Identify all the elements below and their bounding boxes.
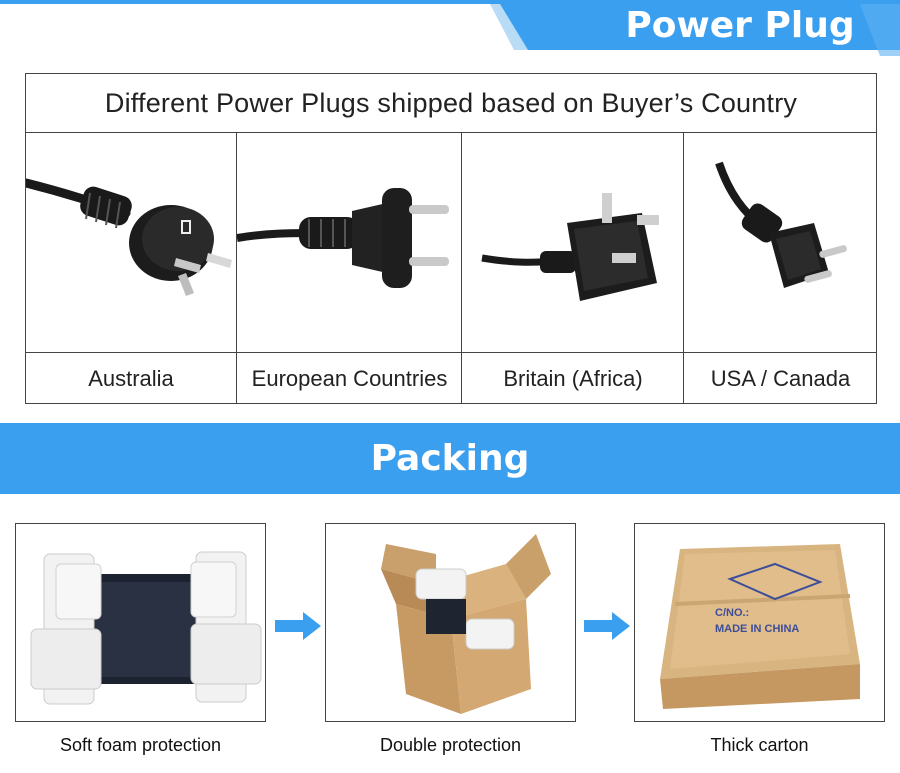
plug-cell-britain: Britain (Africa)	[461, 133, 684, 403]
pack-caption-carton: Thick carton	[710, 735, 809, 755]
plug-cell-australia: Australia	[26, 133, 236, 403]
pack-caption-double: Double protection	[379, 735, 522, 755]
packing-title: Packing	[370, 438, 530, 479]
pack-step-double-image	[325, 523, 576, 722]
plug-label-europe: European Countries	[237, 352, 462, 404]
pack-step-foam-image	[15, 523, 266, 722]
us-plug-icon	[715, 161, 847, 288]
pack-step-carton-image: C/NO.: MADE IN CHINA	[634, 523, 885, 722]
europe-plug-icon	[237, 188, 449, 288]
carton-cno-text: C/NO.:	[715, 607, 749, 619]
plug-label-usa: USA / Canada	[684, 352, 877, 404]
plug-label-australia: Australia	[26, 352, 236, 404]
packing-banner: Packing	[0, 423, 900, 494]
plug-table-heading: Different Power Plugs shipped based on B…	[26, 74, 876, 133]
plug-table: Different Power Plugs shipped based on B…	[25, 73, 877, 404]
arrow-right-icon	[584, 612, 632, 645]
australia-plug-icon	[26, 178, 232, 296]
foam-protection-icon	[16, 524, 265, 721]
power-plug-banner: Power Plug	[0, 0, 900, 56]
arrow-right-icon	[275, 612, 323, 645]
plug-cell-usa: USA / Canada	[683, 133, 877, 403]
uk-plug-icon	[481, 193, 659, 301]
double-protection-icon	[326, 524, 575, 721]
plug-label-britain: Britain (Africa)	[462, 352, 684, 404]
thick-carton-icon: C/NO.: MADE IN CHINA	[635, 524, 884, 721]
banner-shape	[0, 0, 900, 56]
pack-caption-foam: Soft foam protection	[59, 735, 222, 755]
carton-made-in-china-text: MADE IN CHINA	[715, 623, 799, 635]
power-plug-title: Power Plug	[625, 5, 855, 46]
plug-cell-europe: European Countries	[236, 133, 462, 403]
